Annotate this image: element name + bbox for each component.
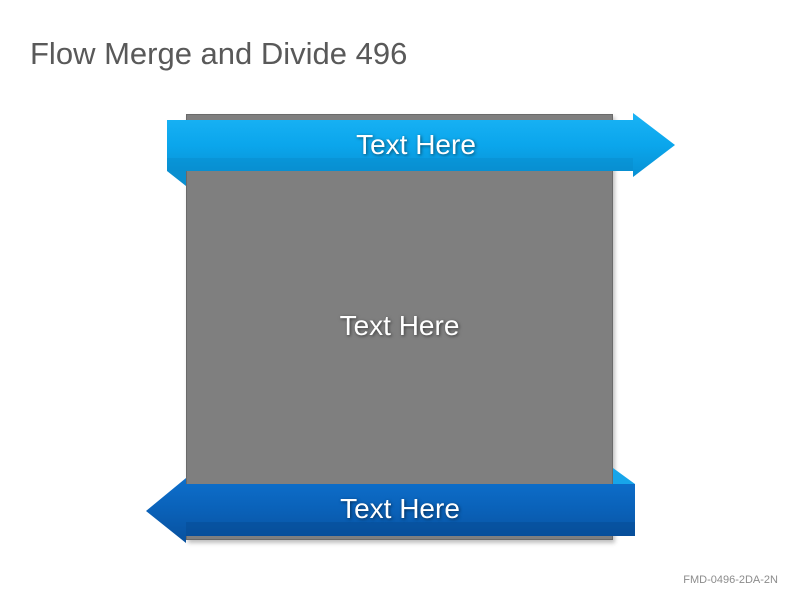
slide-title: Flow Merge and Divide 496 [30,36,408,71]
bottom-arrow-bevel [186,522,635,536]
bottom-arrow [146,478,635,543]
center-box [186,114,613,540]
top-arrow-fold [167,171,186,186]
footer-code: FMD-0496-2DA-2N [683,574,778,586]
center-box-label: Text Here [339,310,460,341]
top-arrow [167,113,675,177]
top-arrow-label: Text Here [356,129,476,160]
bottom-arrow-label: Text Here [340,493,460,524]
bottom-arrow-fold [613,468,635,484]
top-arrow-bevel [167,158,633,171]
